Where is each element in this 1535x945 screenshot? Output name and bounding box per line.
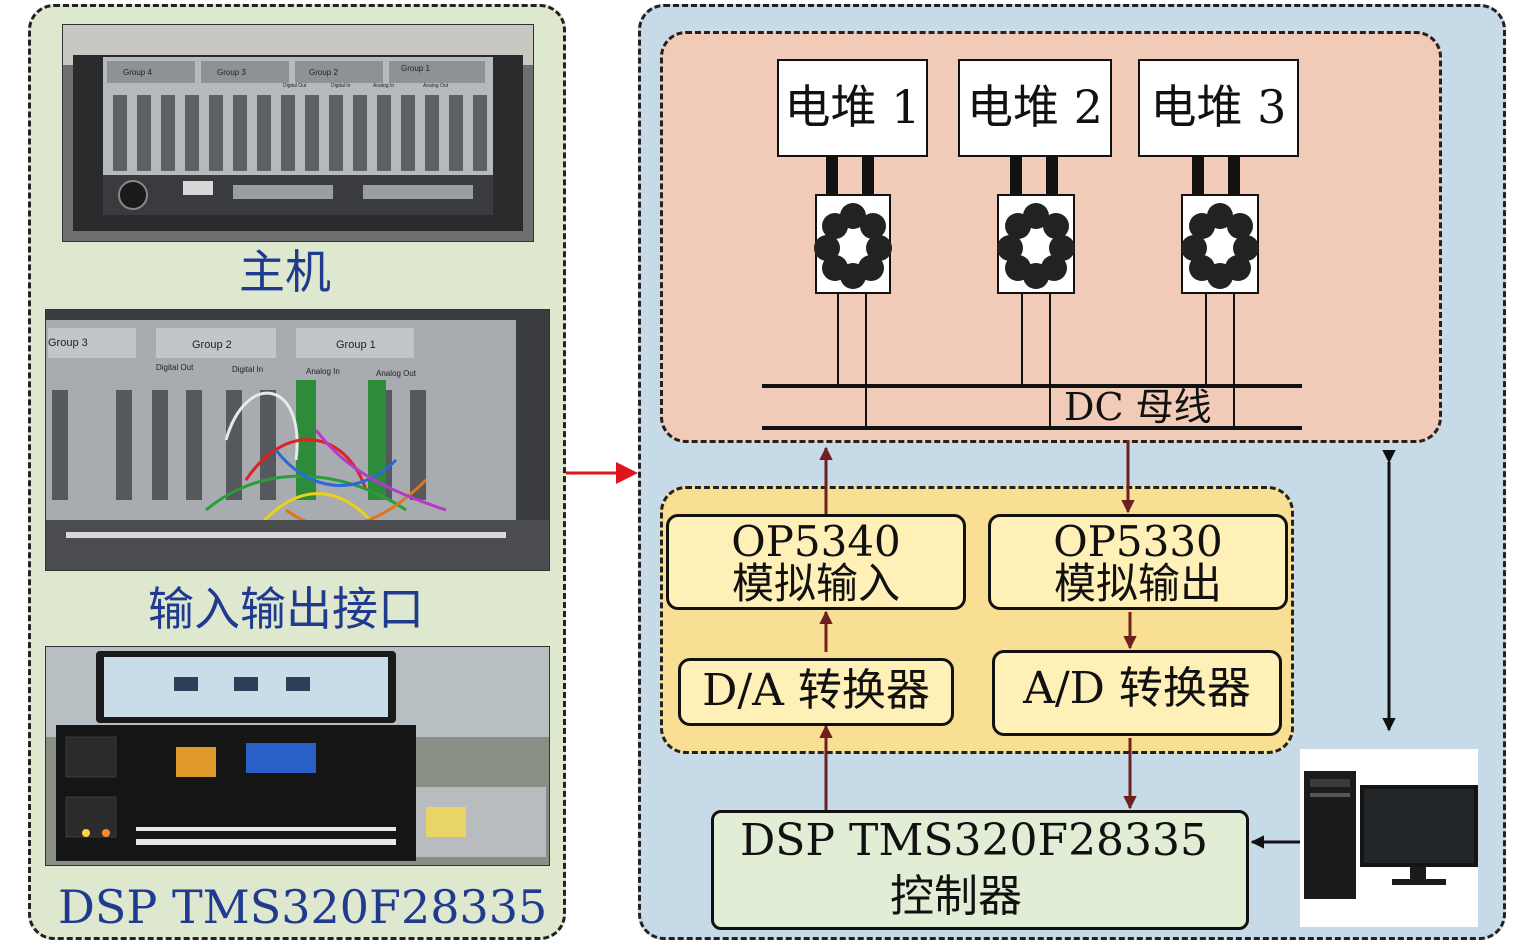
host-group-4-label: Group 4: [123, 68, 152, 77]
dsp-controller-box: DSP TMS320F28335 控制器: [711, 810, 1249, 930]
op5330-analog-output-box: OP5330 模拟输出: [988, 514, 1288, 610]
ad-converter-label: A/D 转换器: [1023, 663, 1251, 714]
io-analog-in-label: Analog In: [306, 367, 340, 376]
dcdc-converter-3-icon: [1181, 203, 1259, 289]
dcdc-converter-2-icon: [997, 203, 1075, 289]
pc-photo: [1300, 749, 1478, 927]
panel-link-arrow: [566, 462, 638, 484]
signal-arrows: [819, 440, 1137, 810]
host-group-1-label: Group 1: [401, 64, 430, 73]
stack-1-label: 电堆 1: [784, 80, 921, 134]
op5330-function: 模拟输出: [1053, 559, 1222, 608]
host-digital-in-label: Digital In: [331, 83, 351, 89]
stack-2-box: 电堆 2: [958, 59, 1112, 157]
stack-2-label: 电堆 2: [967, 80, 1103, 134]
io-digital-out-label: Digital Out: [156, 363, 194, 372]
pc-image: [1304, 771, 1478, 899]
da-converter-label: D/A 转换器: [702, 665, 930, 716]
host-machine-caption: 主机: [239, 245, 331, 299]
host-analog-in-label: Analog In: [373, 83, 394, 89]
dsp-controller-function: 控制器: [890, 871, 1022, 922]
ad-converter-box: A/D 转换器: [992, 650, 1282, 736]
io-interface-caption: 输入输出接口: [148, 582, 424, 636]
stack-3-box: 电堆 3: [1138, 59, 1299, 157]
dc-bus-label: DC 母线: [1064, 385, 1212, 429]
io-group-labels: Group 3 Group 2 Group 1 Digital Out Digi…: [48, 337, 417, 378]
stack-3-label: 电堆 3: [1150, 80, 1287, 134]
host-machine-image: Group 4 Group 3 Group 2 Group 1 Digital …: [63, 25, 533, 241]
host-analog-out-label: Analog Out: [423, 83, 449, 89]
dcdc-converter-1-icon: [814, 203, 892, 289]
op5330-model: OP5330: [1053, 517, 1223, 566]
da-converter-box: D/A 转换器: [678, 658, 954, 726]
io-group-1-label: Group 1: [336, 339, 376, 351]
dc-bus: [762, 384, 1302, 430]
io-interface-image: Group 3 Group 2 Group 1 Digital Out Digi…: [46, 310, 549, 570]
host-group-2-label: Group 2: [309, 68, 338, 77]
io-digital-in-label: Digital In: [232, 365, 263, 374]
dcdc-converter-icons: [814, 203, 1259, 289]
op5340-function: 模拟输入: [731, 559, 900, 608]
op5340-analog-input-box: OP5340 模拟输入: [666, 514, 966, 610]
io-analog-out-label: Analog Out: [376, 369, 417, 378]
host-group-labels: Group 4 Group 3 Group 2 Group 1 Digital …: [123, 64, 449, 89]
dsp-board-image: [46, 647, 549, 865]
dsp-board-photo: [45, 646, 550, 866]
io-group-2-label: Group 2: [192, 339, 232, 351]
op5340-model: OP5340: [731, 517, 901, 566]
io-group-3-label: Group 3: [48, 337, 88, 349]
pc-arrows: [1250, 449, 1396, 849]
io-interface-photo: Group 3 Group 2 Group 1 Digital Out Digi…: [45, 309, 550, 571]
host-group-3-label: Group 3: [217, 68, 246, 77]
dsp-board-caption: DSP TMS320F28335: [58, 880, 548, 934]
dsp-controller-model: DSP TMS320F28335: [740, 815, 1209, 866]
host-digital-out-label: Digital Out: [283, 83, 307, 89]
host-machine-photo: Group 4 Group 3 Group 2 Group 1 Digital …: [62, 24, 534, 242]
stack-1-box: 电堆 1: [777, 59, 928, 157]
